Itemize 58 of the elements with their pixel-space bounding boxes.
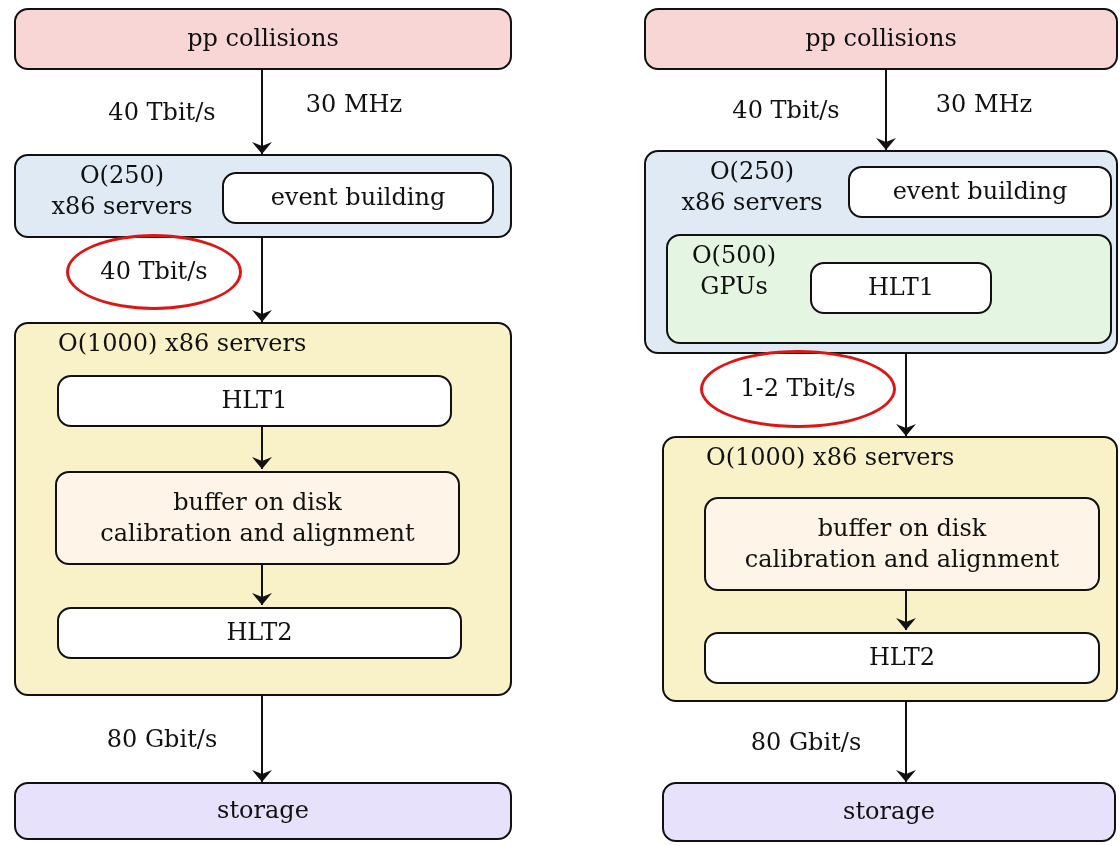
process-box [662, 782, 1116, 842]
group-box [662, 436, 1118, 702]
rate-label: 30 MHz [935, 90, 1033, 118]
node-text: calibration and alignment [100, 518, 415, 549]
node-text: GPUs [700, 271, 768, 303]
rate-label: 30 MHz [305, 90, 403, 118]
arrow [896, 588, 916, 631]
group-box [14, 154, 512, 238]
process-box [810, 262, 992, 314]
arrow [252, 69, 272, 155]
arrow [252, 695, 272, 783]
group-box [14, 322, 512, 696]
node-text: event building [270, 182, 446, 214]
node-text: HLT2 [226, 617, 293, 649]
edge-label: 40 Tbit/s [108, 98, 216, 126]
process-box [704, 497, 1100, 591]
node-text: O(1000) x86 servers [706, 443, 955, 471]
node-text: x86 servers [51, 191, 193, 223]
arrow [896, 353, 916, 437]
process-box [57, 375, 452, 427]
edge-label: 80 Gbit/s [750, 728, 862, 756]
node-text: storage [217, 795, 309, 827]
arrow [252, 562, 272, 606]
process-box [848, 166, 1112, 218]
process-box [14, 8, 512, 70]
process-box [14, 782, 512, 840]
edge-label: 40 Tbit/s [732, 96, 840, 124]
process-box [222, 172, 494, 224]
node-text: buffer on disk [173, 486, 342, 518]
node-text: HLT1 [867, 272, 935, 304]
arrow [896, 701, 916, 783]
highlight-ellipse [700, 350, 896, 428]
node-text: HLT2 [868, 642, 936, 674]
highlight-ellipse [66, 234, 242, 310]
process-box [704, 632, 1100, 684]
node-text: 40 Tbit/s [100, 256, 208, 288]
process-box [57, 607, 462, 659]
node-text: HLT1 [221, 385, 288, 417]
node-text: O(250) [79, 160, 165, 191]
group-box [644, 150, 1118, 354]
node-text: O(500) [691, 240, 777, 271]
node-text: O(250) [709, 156, 795, 187]
arrow [876, 69, 896, 151]
node-text: pp collisions [187, 23, 339, 55]
arrow [252, 237, 272, 323]
node-text: x86 servers [681, 187, 823, 219]
arrow [252, 424, 272, 470]
process-box [644, 8, 1118, 70]
group-box [666, 234, 1112, 344]
node-text: pp collisions [805, 23, 957, 55]
node-text: storage [843, 796, 935, 828]
node-text: calibration and alignment [744, 544, 1060, 575]
node-text: O(1000) x86 servers [58, 329, 307, 357]
node-text: 1-2 Tbit/s [740, 373, 856, 405]
node-text: buffer on disk [817, 512, 987, 544]
edge-label: 80 Gbit/s [106, 725, 218, 753]
process-box [55, 471, 460, 565]
node-text: event building [892, 176, 1068, 208]
